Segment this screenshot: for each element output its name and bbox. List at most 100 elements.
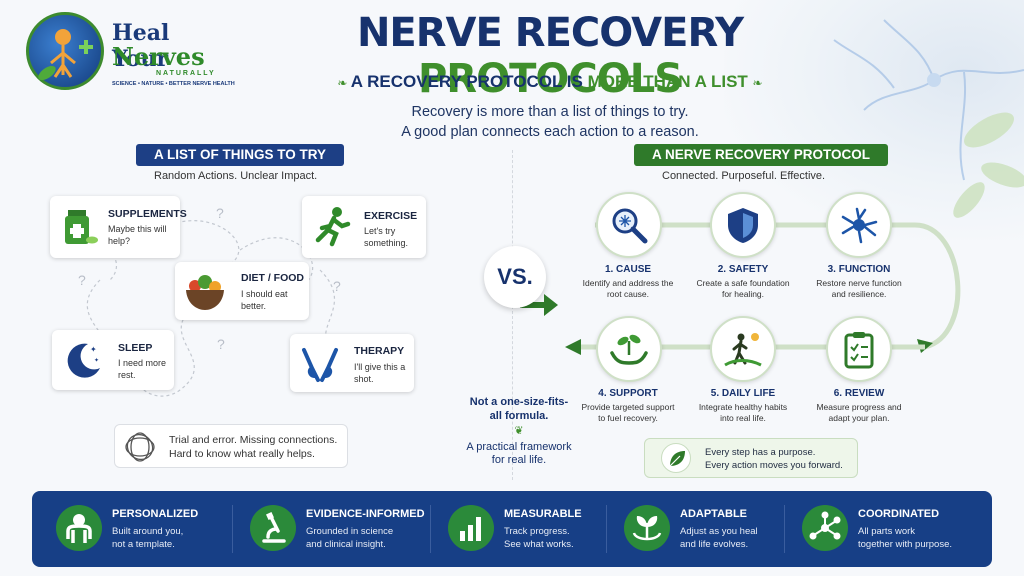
note-line1: Not a one-size-fits-all formula. [469,396,569,422]
step-safety-icon-circle [710,192,776,258]
trial-line1: Trial and error. Missing connections. [169,434,338,446]
footer-line1: All parts work [858,526,916,537]
step-title: 6. REVIEW [833,388,885,399]
plant-hands-icon [610,334,648,365]
subtitle-part2: MORE THAN A LIST [587,72,748,91]
card-text: I should eat better. [241,289,288,311]
step-title: 2. SAFETY [717,264,769,275]
microscope-icon [262,512,286,543]
protocol-caption: Connected. Purposeful. Effective. [662,170,826,182]
icon-badge [56,505,102,551]
nervous-system-icon [38,29,93,81]
leaf-badge [661,443,691,473]
step-text: Restore nerve function and resilience. [816,278,902,299]
leaf-icon: ❧ [752,76,763,90]
title-part2: PROTOCOLS [417,56,683,102]
card-title: SLEEP [118,342,153,354]
trial-line2: Hard to know what really helps. [169,448,315,460]
card-title: EXERCISE [364,210,418,222]
logo: Heal Your Nerves NATURALLY SCIENCE • NAT… [26,12,235,92]
page-title: NERVE RECOVERY PROTOCOLS [280,10,820,102]
moon-icon: ✦✦ [67,343,100,378]
step-text: Identify and address the root cause. [582,278,674,299]
trial-box: Trial and error. Missing connections. Ha… [114,424,348,468]
step-review-icon-circle [826,316,892,382]
footer-divider [430,505,431,553]
intro-line1: Recovery is more than a list of things t… [411,104,689,120]
food-bowl-icon [186,275,224,310]
note-line2: A practical framework for real life. [466,440,572,467]
leaf-icon: ❧ [337,76,351,90]
footer-item-evidence: EVIDENCE-INFORMED Grounded in science and… [250,491,430,567]
footer-divider [232,505,233,553]
praying-hands-icon [302,348,338,382]
step-support-icon-circle [596,316,662,382]
clipboard-icon [844,332,874,369]
card-title: THERAPY [354,345,405,357]
card-exercise: EXERCISE Let's try something. [302,196,426,258]
footer-line2: and clinical insight. [306,539,386,550]
footer-line1: Adjust as you heal [680,526,758,537]
magnifier-icon [612,208,648,244]
step-text: Measure progress and adapt your plan. [816,402,902,423]
logo-emblem [26,12,104,90]
leaf-cycle-icon [632,516,662,541]
purpose-line2: Every action moves you forward. [705,460,843,471]
nerve-illustration [833,19,1024,218]
running-person-icon [315,207,351,247]
card-text: Let's try something. [364,226,409,248]
step-text: Create a safe foundation for healing. [696,278,790,299]
footer-title: ADAPTABLE [680,508,748,520]
arrow-right-icon [520,294,558,316]
footer-text: Grounded in science and clinical insight. [306,525,393,551]
intro-text: Recovery is more than a list of things t… [300,102,800,142]
section-divider [512,150,513,480]
step-text: Provide targeted support to fuel recover… [581,402,675,423]
footer-line1: Built around you, [112,526,184,537]
step-text: Integrate healthy habits into real life. [698,402,788,423]
svg-text:✦: ✦ [90,345,97,354]
protocol-heading: A NERVE RECOVERY PROTOCOL [634,144,889,166]
step-title: 4. SUPPORT [598,388,658,399]
footer-line1: Grounded in science [306,526,394,537]
list-heading: A LIST OF THINGS TO TRY [136,144,344,166]
card-text: Maybe this will help? [108,224,167,246]
footer-text: Built around you, not a template. [112,525,183,551]
footer-line2: together with purpose. [858,539,953,550]
supplement-bottle-icon [65,210,98,244]
footer-title: EVIDENCE-INFORMED [306,508,425,520]
footer-line2: not a template. [112,539,175,550]
trial-text: Trial and error. Missing connections. Ha… [169,433,337,461]
icon-badge [250,505,296,551]
list-caption: Random Actions. Unclear Impact. [154,170,318,182]
icon-badge [802,505,848,551]
step-function-icon-circle [826,192,892,258]
leaf-icon [669,451,685,467]
person-icon [66,514,92,543]
step-title: 1. CAUSE [604,264,652,275]
card-supplements: SUPPLEMENTS Maybe this will help? [50,196,187,258]
footer-divider [606,505,607,553]
network-icon [809,511,841,540]
logo-name-line1: Heal Your [112,20,170,72]
shield-icon [728,208,758,243]
title-part1: NERVE RECOVERY [356,10,744,56]
subtitle-part1: A RECOVERY PROTOCOL IS [350,72,583,91]
footer-title: PERSONALIZED [112,508,199,520]
tangle-icon [125,432,155,462]
step-cause-icon-circle [596,192,662,258]
subtitle: ❧ A RECOVERY PROTOCOL IS MORE THAN A LIS… [300,72,800,92]
card-diet: DIET / FOOD I should eat better. [175,262,309,320]
card-sleep: ✦✦ SLEEP I need more rest. [52,330,174,390]
card-text: I need more rest. [118,358,167,380]
card-text: I'll give this a shot. [354,362,406,384]
leaf-icon: ❦ [514,425,524,437]
neuron-icon [841,207,878,244]
vs-badge: VS. [484,246,546,308]
footer-title: MEASURABLE [504,508,582,520]
footer-banner: PERSONALIZED Built around you, not a temp… [32,491,992,567]
question-mark: ? [333,278,341,294]
